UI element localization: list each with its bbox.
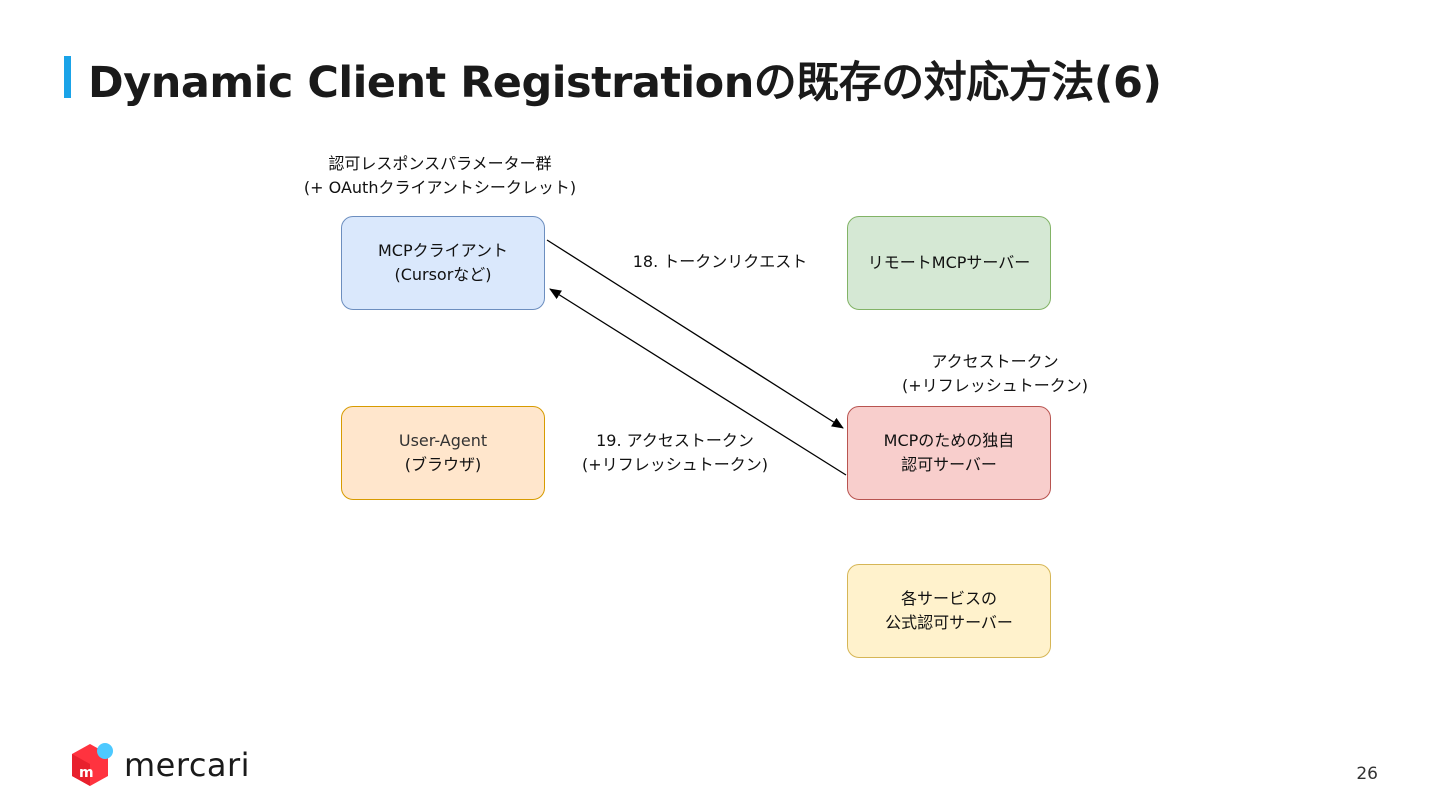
params-label-line2: (+ OAuthクライアントシークレット): [303, 178, 577, 197]
step19-label-line1: 19. アクセストークン: [596, 431, 754, 450]
tokens-label: アクセストークン (+リフレッシュトークン): [870, 350, 1120, 398]
step18-label: 18. トークンリクエスト: [632, 252, 808, 271]
remote-mcp-server-node: リモートMCPサーバー: [847, 216, 1051, 310]
logo-text: mercari: [124, 746, 251, 784]
remote-mcp-server-line1: リモートMCPサーバー: [867, 253, 1031, 272]
arrow-token-response: [549, 288, 847, 476]
title-accent-bar: [64, 56, 71, 98]
custom-auth-server-line1: MCPのための独自: [883, 431, 1015, 450]
mcp-client-node: MCPクライアント (Cursorなど): [341, 216, 545, 310]
user-agent-node: User-Agent (ブラウザ): [341, 406, 545, 500]
official-auth-server-node: 各サービスの 公式認可サーバー: [847, 564, 1051, 658]
params-label: 認可レスポンスパラメーター群 (+ OAuthクライアントシークレット): [270, 152, 610, 200]
svg-text:m: m: [79, 765, 94, 781]
mcp-client-line1: MCPクライアント: [378, 241, 508, 260]
custom-auth-server-node: MCPのための独自 認可サーバー: [847, 406, 1051, 500]
custom-auth-server-line2: 認可サーバー: [901, 455, 997, 474]
user-agent-line2: (ブラウザ): [404, 455, 482, 474]
mcp-client-line2: (Cursorなど): [394, 265, 492, 284]
tokens-label-line2: (+リフレッシュトークン): [902, 376, 1088, 395]
official-auth-server-line2: 公式認可サーバー: [885, 613, 1013, 632]
tokens-label-line1: アクセストークン: [931, 352, 1059, 371]
params-label-line1: 認可レスポンスパラメーター群: [328, 154, 552, 173]
page-number: 26: [1356, 764, 1378, 784]
arrow-token-request: [546, 239, 844, 429]
mercari-box-icon: m: [72, 743, 113, 786]
slide-title: Dynamic Client Registrationの既存の対応方法(6): [88, 58, 1162, 108]
step19-label: 19. アクセストークン (+リフレッシュトークン): [555, 429, 795, 477]
user-agent-line1: User-Agent: [398, 431, 488, 450]
official-auth-server-line1: 各サービスの: [900, 589, 997, 608]
step19-label-line2: (+リフレッシュトークン): [582, 455, 768, 474]
mercari-logo: m mercari: [70, 742, 250, 788]
